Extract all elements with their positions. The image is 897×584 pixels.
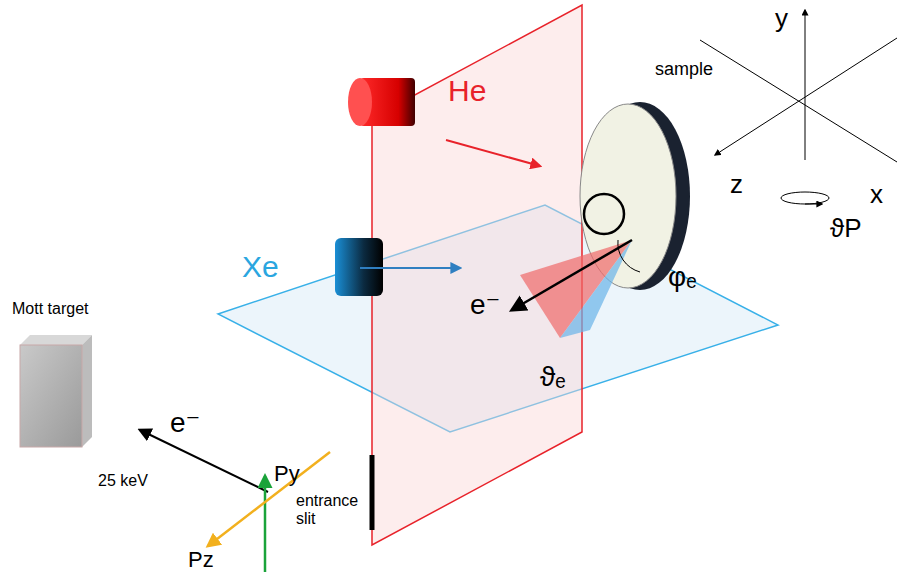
label: 25 keV	[98, 472, 148, 490]
label: Mott target	[12, 300, 88, 318]
mott-side	[82, 335, 92, 447]
z-axis	[715, 38, 897, 155]
y-axis	[805, 10, 806, 160]
label: z	[730, 170, 743, 199]
label: Xe	[242, 250, 279, 283]
label: x	[870, 180, 883, 209]
label: entrance slit	[296, 492, 368, 527]
label: Pz	[188, 548, 214, 572]
label: y	[775, 4, 788, 33]
label: ϑₑ	[540, 362, 566, 393]
rotation-arrow	[805, 204, 822, 205]
electron-arrow	[140, 430, 268, 492]
polar-angle-cone	[520, 240, 632, 338]
beam-spot	[584, 194, 624, 234]
mott-target	[20, 345, 82, 447]
py-arrow	[264, 476, 267, 572]
label: e⁻	[470, 290, 500, 321]
azimuth-cone	[560, 240, 632, 338]
he-lamp-face	[348, 78, 372, 126]
angle-arc	[618, 240, 640, 272]
label: e⁻	[170, 408, 200, 439]
xe-beam	[360, 267, 460, 269]
rotation-symbol	[781, 192, 829, 204]
entrance-slit	[370, 455, 375, 530]
label: He	[448, 74, 486, 107]
label: ϑP	[830, 214, 862, 243]
mott-top	[20, 335, 92, 345]
electron-arrow	[512, 240, 632, 310]
label: Py	[274, 462, 300, 486]
label: sample	[655, 60, 713, 80]
label: φₑ	[668, 262, 697, 293]
he-beam	[446, 140, 540, 166]
